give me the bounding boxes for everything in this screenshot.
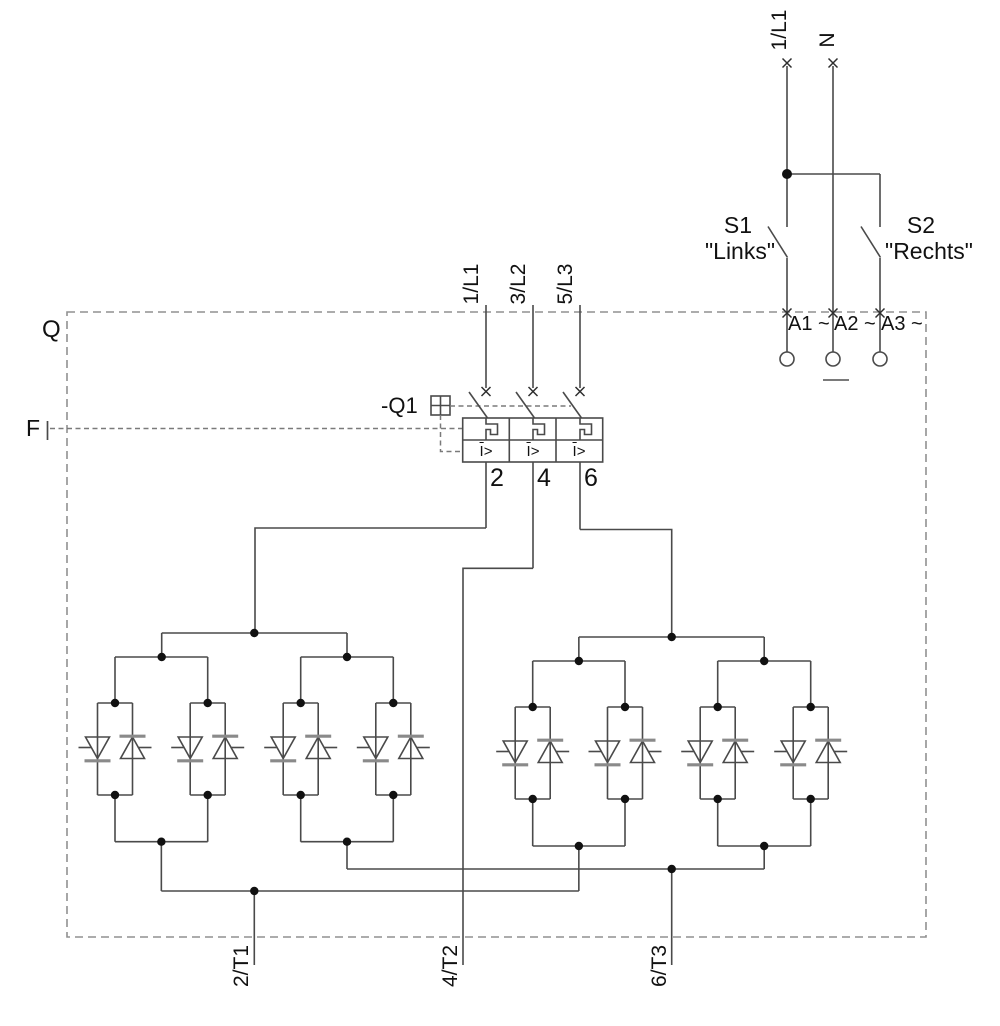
release-input-label: F <box>26 415 41 441</box>
control-terminal-a1-label: A1 ~ <box>788 313 830 335</box>
breaker-input-l3-label: 5/L3 <box>554 263 577 305</box>
motor-terminal-t2-label: 4/T2 <box>439 944 462 988</box>
breaker-output-6-label: 6 <box>584 464 598 492</box>
motor-terminal-t3-label: 6/T3 <box>648 944 671 988</box>
supply-lines <box>786 66 881 352</box>
overcurrent-release-symbol-3: I> <box>572 443 586 460</box>
schematic-linework <box>46 57 927 965</box>
switch-s2-blade <box>860 226 882 258</box>
enclosure-label: Q <box>42 316 61 343</box>
breaker-input-l1-label: 1/L1 <box>460 263 483 305</box>
terminal-x-marks <box>480 57 886 397</box>
release-input-line <box>46 421 463 440</box>
switch-s1-name: S1 <box>723 212 753 238</box>
switch-s1-caption: "Links" <box>704 238 776 264</box>
breaker-output-4-label: 4 <box>537 464 551 492</box>
overcurrent-release-symbol-2: I> <box>526 443 540 460</box>
breaker-actuator-symbol <box>430 395 451 416</box>
output-bus-wires <box>161 868 765 965</box>
supply-n-label: N <box>816 32 839 48</box>
left-thyristor-group-wires <box>114 632 395 891</box>
breaker-q1 <box>461 305 604 569</box>
right-thyristor-group-wires <box>531 636 812 891</box>
switch-s2-caption: "Rechts" <box>885 238 973 264</box>
overcurrent-release-symbol-1: I> <box>479 443 493 460</box>
schematic-canvas: 1/L1 N S1 "Links" S2 "Rechts" A1 ~ A2 ~ … <box>26 9 973 987</box>
breaker-output-2-label: 2 <box>490 464 504 492</box>
control-terminal-a3-label: A3 ~ <box>881 313 923 335</box>
enclosure-dashed-border <box>66 311 927 938</box>
supply-l1-label: 1/L1 <box>768 9 791 51</box>
breaker-label: -Q1 <box>381 393 418 418</box>
motor-terminal-t1-label: 2/T1 <box>230 944 253 988</box>
breaker-mech-linkage <box>439 405 571 453</box>
switch-s1-blade <box>767 226 789 258</box>
junction-dots <box>157 169 792 896</box>
switch-s2-name: S2 <box>906 212 936 238</box>
control-terminal-circles <box>779 351 888 367</box>
phase-routing-wires <box>254 527 673 965</box>
breaker-input-l2-label: 3/L2 <box>507 263 530 305</box>
control-terminal-a2-label: A2 ~ <box>834 313 876 335</box>
